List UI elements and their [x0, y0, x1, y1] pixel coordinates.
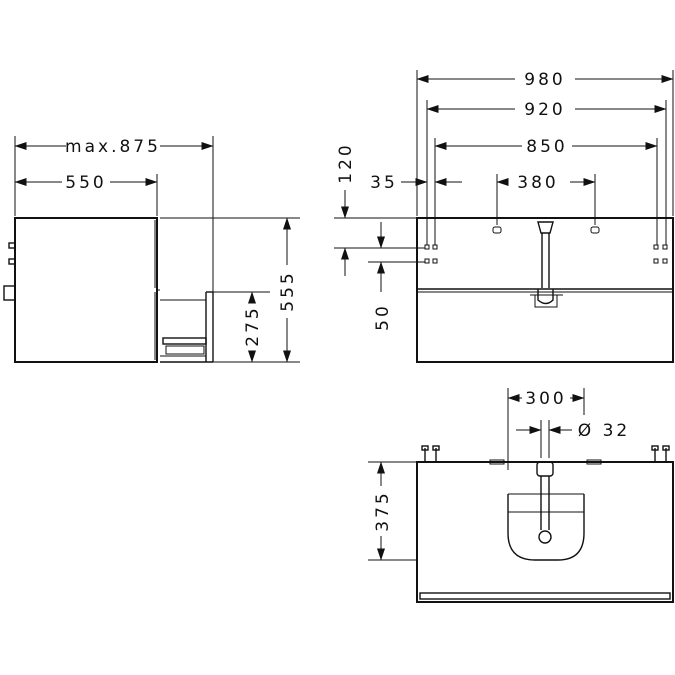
dim-label-width-total: 980	[524, 70, 565, 90]
dim-label-tap-spacing: 380	[517, 173, 558, 193]
dim-label-top-offset: 120	[336, 142, 356, 183]
dim-label-pipe-diameter: Ø 32	[578, 421, 630, 441]
dim-label-bracket-offset: 35	[370, 173, 398, 193]
dimension-bracket-gap: 50	[341, 222, 393, 331]
siphon	[530, 221, 563, 308]
dim-label-drawer-height: 275	[243, 305, 263, 346]
dim-label-width-inner: 920	[524, 100, 565, 120]
dimension-bracket-offset: 35	[370, 173, 462, 193]
dimension-bracket-spacing: 850	[434, 137, 658, 157]
dimension-width-inner: 920	[426, 100, 667, 120]
dim-label-depth: 550	[65, 173, 106, 193]
dimension-top-offset: 120	[336, 142, 356, 219]
dim-label-max-depth: max.875	[65, 137, 161, 157]
drawer-cutout	[507, 494, 585, 561]
dimension-top-depth: 375	[373, 461, 393, 561]
dimension-depth: 550	[14, 173, 158, 193]
wall-brackets-top	[421, 445, 670, 462]
wall-bracket	[8, 258, 16, 265]
top-view: 300 Ø 32 375	[368, 388, 674, 603]
mounting-holes	[424, 244, 668, 264]
dim-label-top-depth: 375	[373, 490, 393, 531]
tap-hole	[492, 226, 502, 234]
dimension-height: 555	[278, 217, 298, 363]
dimension-max-depth: max.875	[14, 137, 214, 157]
side-view: max.875 550 555 275	[3, 136, 300, 363]
dimension-drawer-height: 275	[243, 291, 263, 363]
front-cabinet-body	[416, 217, 674, 363]
dim-label-height: 555	[278, 270, 298, 311]
waste-pipe-stub	[3, 285, 16, 301]
dimension-pipe-diameter: Ø 32	[516, 421, 630, 441]
siphon-pipe-top	[536, 461, 554, 544]
dimension-width-total: 980	[416, 70, 674, 90]
top-cabinet-body	[416, 461, 674, 603]
wall-bracket	[8, 242, 16, 249]
dim-label-bracket-spacing: 850	[526, 137, 567, 157]
dim-label-siphon-offset: 300	[525, 389, 566, 409]
dimension-siphon-offset: 300	[507, 389, 585, 409]
open-drawer	[160, 291, 214, 363]
tap-hole	[590, 226, 600, 234]
dim-label-bracket-gap: 50	[373, 303, 393, 331]
dimension-tap-spacing: 380	[496, 173, 596, 193]
side-cabinet-body	[14, 217, 158, 363]
front-view: 980 920 850 35 380 120	[334, 70, 674, 363]
